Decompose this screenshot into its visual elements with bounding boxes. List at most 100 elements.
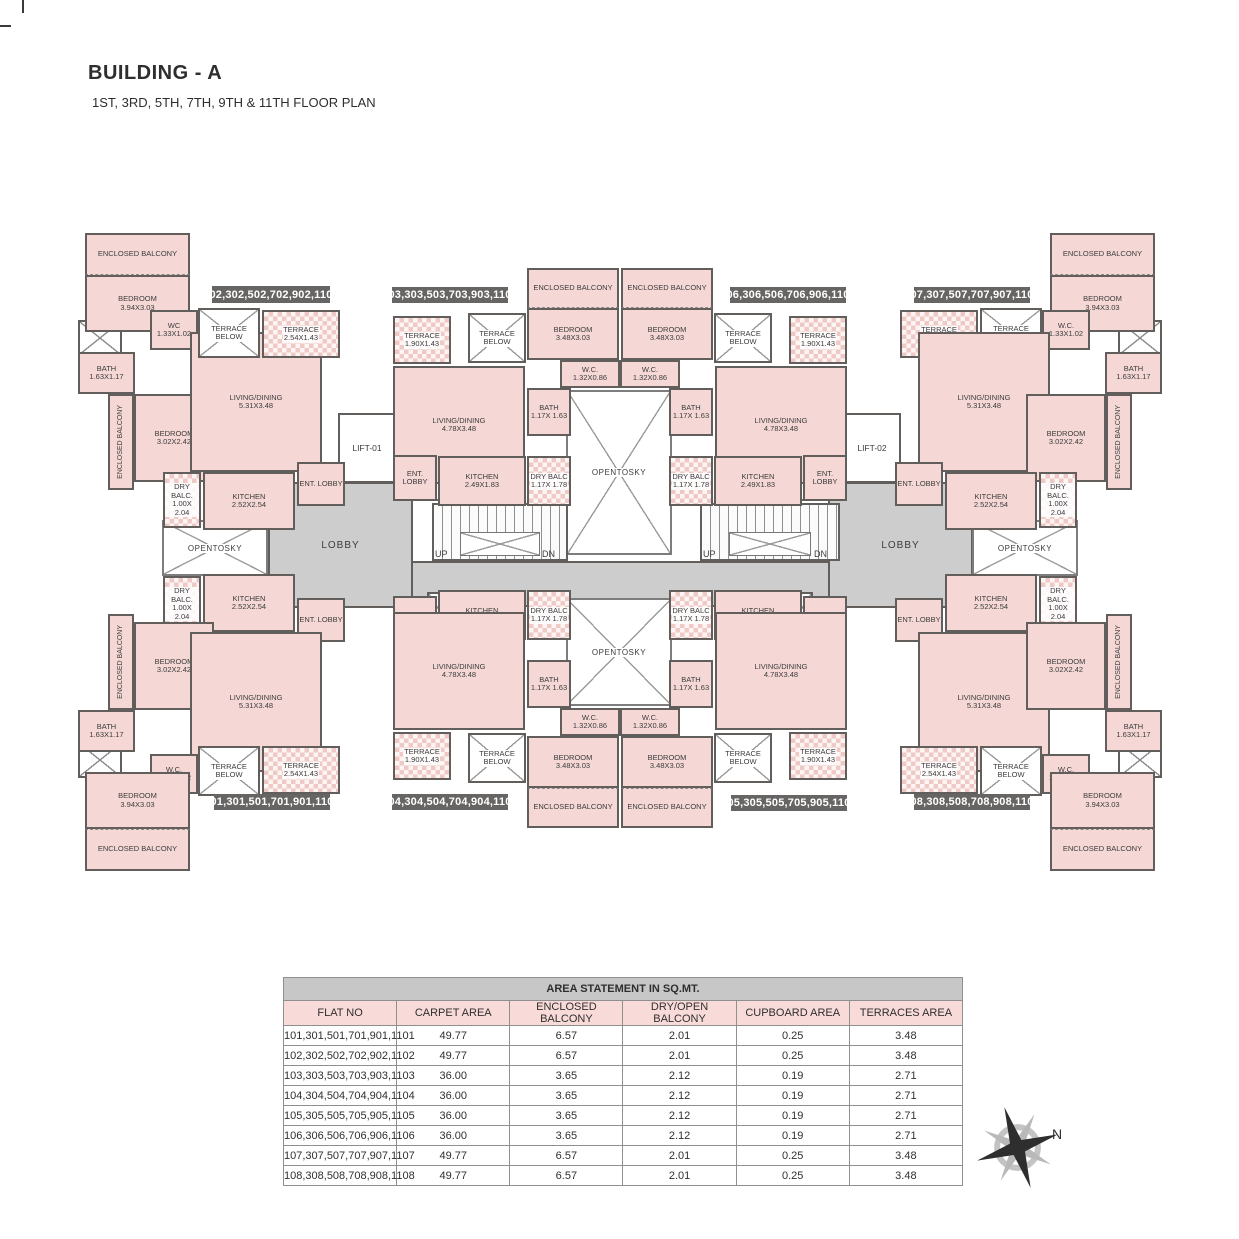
label: 1.32X0.86 <box>632 373 668 382</box>
area-value-cell: 3.65 <box>509 1105 624 1126</box>
label: 103,303,503,703,903,1103 <box>382 289 518 301</box>
label: 2.52X2.54 <box>973 500 1009 509</box>
label: 3.02X2.42 <box>1048 665 1084 674</box>
label: BEDROOM <box>647 324 687 334</box>
label: 105,305,505,705,905,1105 <box>721 797 857 809</box>
column-header: DRY/OPEN BALCONY <box>622 1000 737 1026</box>
label: ENCLOSED BALCONY <box>1062 844 1143 854</box>
flat-no-cell: 102,302,502,702,902,1102 <box>282 1045 415 1066</box>
room-enclosed-balcony: ENCLOSED BALCONY <box>1050 233 1155 275</box>
label: 3.48X3.03 <box>555 333 591 342</box>
room-dry-balcony: DRY BALC.1.00X 2.04 <box>1039 472 1077 528</box>
label: KITCHEN <box>974 593 1008 603</box>
area-value-cell: 2.01 <box>622 1045 737 1066</box>
area-value-cell: 2.71 <box>848 1065 964 1086</box>
room-terrace-below: TERRACE BELOW <box>198 746 260 796</box>
label: 2.54X1.43 <box>282 769 320 779</box>
area-value-cell: 2.12 <box>622 1105 737 1126</box>
label: ENCLOSED BALCONY <box>97 844 178 854</box>
label: 1.90X1.43 <box>403 755 441 765</box>
label: 4.78X3.48 <box>763 424 799 433</box>
flat-badge-106: 106,306,506,706,906,1106 <box>720 287 856 303</box>
room-entrance-lobby: ENT. LOBBY <box>297 462 345 506</box>
label: OPENTOSKY <box>185 543 245 553</box>
flat-badge-103: 103,303,503,703,903,1103 <box>382 287 518 303</box>
stairs-up-label: UP <box>435 548 461 560</box>
room-entrance-lobby: ENT. LOBBY <box>803 455 847 501</box>
label: 101,301,501,701,901,1101 <box>204 796 340 808</box>
label: 1.63X1.17 <box>1116 730 1151 739</box>
label: 1.63X1.17 <box>89 730 124 739</box>
label: 3.48X3.03 <box>649 761 685 770</box>
area-value-cell: 49.77 <box>396 1025 511 1046</box>
label: BEDROOM <box>1046 656 1086 666</box>
label: BEDROOM <box>553 324 593 334</box>
flat-badge-104: 104,304,504,704,904,1104 <box>382 794 518 810</box>
label: KITCHEN <box>741 605 775 615</box>
area-value-cell: 49.77 <box>396 1145 511 1166</box>
label: TERRACE BELOW <box>200 762 258 780</box>
label: W.C. <box>1057 320 1075 330</box>
room-dry-balcony: DRY BALC.1.00X 2.04 <box>163 472 201 528</box>
label: BEDROOM <box>118 294 157 303</box>
room-enclosed-balcony: ENCLOSED BALCONY <box>621 268 713 308</box>
area-value-cell: 3.65 <box>509 1125 624 1146</box>
label: 1.00X 2.04 <box>1041 499 1075 517</box>
label: 102,302,502,702,902,1102 <box>203 288 339 301</box>
label: BATH <box>681 402 701 412</box>
label: LIFT-01 <box>352 443 382 453</box>
label: 3.02X2.42 <box>1048 437 1084 446</box>
label: 3.48X3.03 <box>649 333 685 342</box>
label: DN <box>542 549 555 559</box>
label: 1.17X 1.63 <box>530 411 568 420</box>
room-terrace-below: TERRACE BELOW <box>468 313 526 363</box>
label: BEDROOM <box>118 791 157 800</box>
label: 107,307,507,707,907,1107 <box>904 289 1040 301</box>
label: BATH <box>1123 721 1144 731</box>
label: KITCHEN <box>741 471 775 481</box>
label: 2.54X1.43 <box>282 333 320 343</box>
label: BATH <box>96 721 117 731</box>
label: 4.78X3.48 <box>441 424 477 433</box>
label: 106,306,506,706,906,1106 <box>720 289 856 301</box>
room-terrace-below: TERRACE BELOW <box>198 308 260 358</box>
room-wc: W.C.1.33X1.02 <box>1042 310 1090 350</box>
area-value-cell: 3.48 <box>848 1045 964 1066</box>
flat-no-cell: 106,306,506,706,906,1106 <box>282 1125 415 1146</box>
label: TERRACE BELOW <box>470 749 524 767</box>
label: ENT. LOBBY <box>299 614 343 624</box>
label: KITCHEN <box>232 593 266 603</box>
label: 1.33X1.02 <box>156 329 192 338</box>
room-enclosed-balcony: ENCLOSED BALCONY <box>85 829 190 871</box>
area-value-cell: 2.12 <box>622 1085 737 1106</box>
label: DRY BALC <box>529 605 569 615</box>
area-value-cell: 6.57 <box>509 1045 624 1066</box>
area-value-cell: 0.25 <box>735 1145 850 1166</box>
label: 3.02X2.42 <box>156 665 192 674</box>
label: 1.17X 1.78 <box>671 614 711 624</box>
label: W.C. <box>581 364 599 374</box>
label: 2.52X2.54 <box>231 500 267 509</box>
stairs-down-label: DN <box>814 548 840 560</box>
label: LIVING/DINING <box>432 415 486 425</box>
label: ENCLOSED BALCONY <box>1114 405 1122 479</box>
flat-badge-101: 101,301,501,701,901,1101 <box>204 794 340 810</box>
lift: LIFT-01 <box>338 413 396 483</box>
room-enclosed-balcony-side: ENCLOSED BALCONY <box>108 394 134 490</box>
area-value-cell: 6.57 <box>509 1025 624 1046</box>
label: 1.00X 2.04 <box>165 499 199 517</box>
open-to-sky: OPENTOSKY <box>162 520 268 576</box>
area-value-cell: 36.00 <box>396 1125 511 1146</box>
room-enclosed-balcony: ENCLOSED BALCONY <box>527 788 619 828</box>
